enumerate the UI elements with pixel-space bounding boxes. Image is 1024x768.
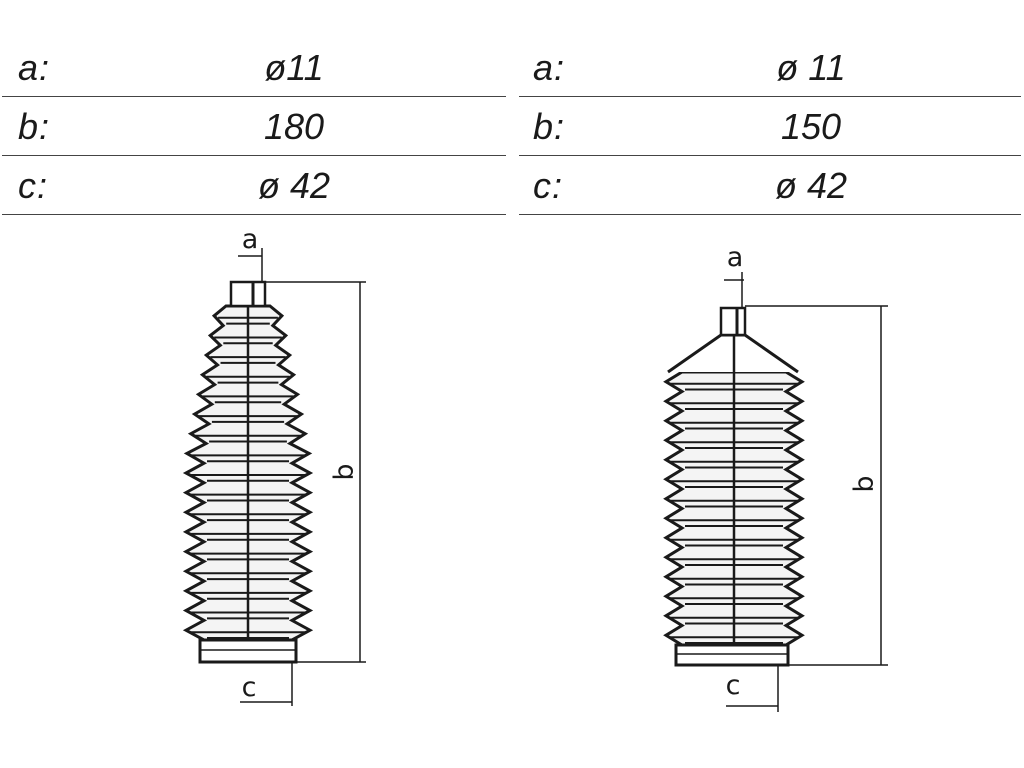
boot-drawing-right bbox=[663, 272, 888, 712]
spec-row-b: b: 180 bbox=[2, 97, 506, 156]
boot-left-neck bbox=[229, 280, 267, 308]
spec-value: ø11 bbox=[264, 47, 324, 88]
spec-key: c: bbox=[18, 165, 49, 206]
spec-value: 180 bbox=[263, 106, 325, 147]
dim-label-b-right: b bbox=[849, 475, 880, 492]
boot-right-neck bbox=[719, 306, 747, 337]
boot-drawing-left bbox=[182, 248, 366, 706]
spec-value: ø 42 bbox=[774, 165, 848, 206]
spec-value: ø 11 bbox=[776, 47, 846, 88]
dim-label-a-left: a bbox=[242, 224, 259, 255]
boot-right-base-collar bbox=[674, 643, 790, 667]
spec-row-a: a: ø11 bbox=[2, 38, 506, 97]
dim-label-c-right: c bbox=[726, 670, 741, 701]
spec-key: a: bbox=[18, 47, 51, 88]
spec-row-c: c: ø 42 bbox=[519, 156, 1021, 215]
spec-key: b: bbox=[18, 106, 51, 147]
spec-key: a: bbox=[533, 47, 566, 88]
spec-value: 150 bbox=[780, 106, 842, 147]
spec-row-b: b: 150 bbox=[519, 97, 1021, 156]
spec-table-left: a: ø11 b: 180 c: ø 42 bbox=[2, 38, 506, 215]
dim-label-b-left: b bbox=[329, 463, 360, 480]
spec-row-a: a: ø 11 bbox=[519, 38, 1021, 97]
spec-key: c: bbox=[533, 165, 564, 206]
spec-key: b: bbox=[533, 106, 566, 147]
dim-label-c-left: c bbox=[242, 672, 257, 703]
spec-row-c: c: ø 42 bbox=[2, 156, 506, 215]
spec-table-right: a: ø 11 b: 150 c: ø 42 bbox=[519, 38, 1021, 215]
boot-left-base-collar bbox=[198, 638, 298, 664]
spec-value: ø 42 bbox=[257, 165, 331, 206]
dim-label-a-right: a bbox=[727, 242, 744, 273]
